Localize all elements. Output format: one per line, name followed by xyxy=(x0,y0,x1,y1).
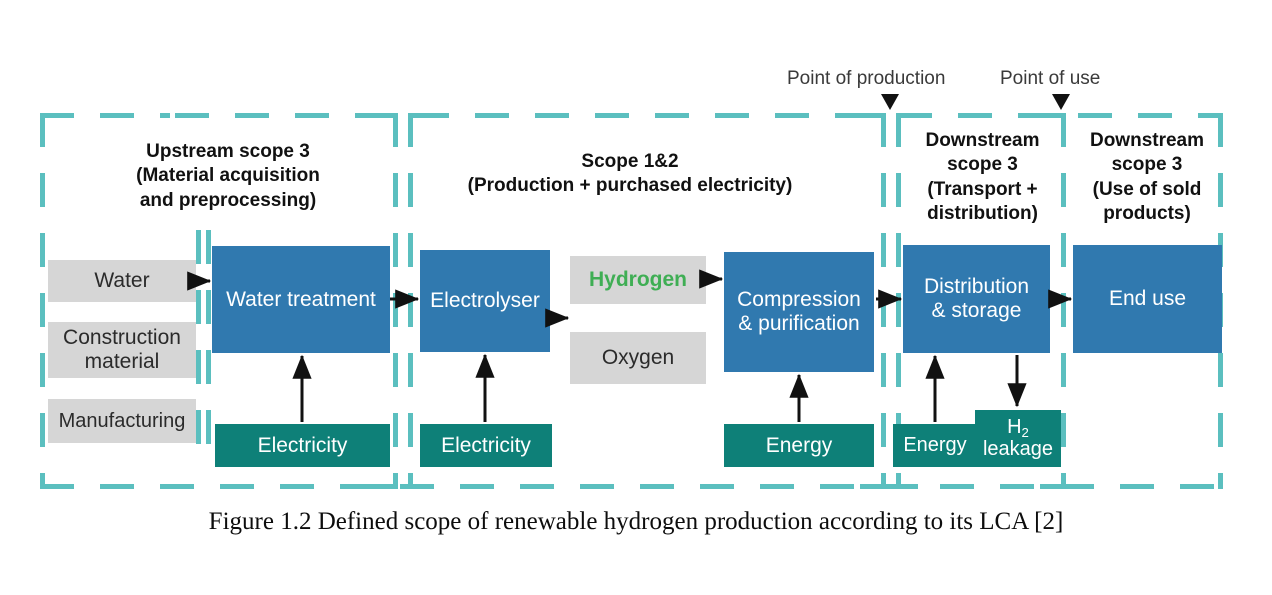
separator-2-corner-left xyxy=(860,113,882,118)
node-water[interactable]: Water xyxy=(48,260,196,302)
node-compression-purification[interactable]: Compression & purification xyxy=(724,252,874,372)
inner-tick-column-a xyxy=(196,230,201,450)
scope-title-downstream-transport: Downstream scope 3 (Transport + distribu… xyxy=(925,130,1040,224)
node-h2-leakage[interactable]: H2 leakage xyxy=(975,410,1061,467)
separator-1-corner-right xyxy=(408,113,432,118)
node-electrolyser[interactable]: Electrolyser xyxy=(420,250,550,352)
scope-title-scope12: Scope 1&2 (Production + purchased electr… xyxy=(467,151,793,197)
node-electricity-2[interactable]: Electricity xyxy=(420,424,552,467)
node-end-use[interactable]: End use xyxy=(1073,245,1222,353)
scope-title-downstream-use: Downstream scope 3 (Use of sold products… xyxy=(1089,130,1205,224)
h2-leakage-word: leakage xyxy=(982,438,1054,461)
h2-leakage-formula: H2 xyxy=(1007,415,1029,440)
separator-2-corner-right xyxy=(896,113,908,118)
separator-2-foot-left xyxy=(860,484,882,489)
boundary-top-d xyxy=(1078,113,1223,118)
node-manufacturing[interactable]: Manufacturing xyxy=(48,399,196,443)
boundary-left xyxy=(40,113,45,489)
separator-2-foot-right xyxy=(896,484,918,489)
point-of-production-marker xyxy=(881,94,899,110)
separator-1-foot-right xyxy=(408,484,432,489)
boundary-top-a xyxy=(40,113,170,118)
inner-tick-column-b xyxy=(206,230,211,450)
node-energy-2[interactable]: Energy xyxy=(893,424,977,467)
separator-1-line-b xyxy=(408,113,413,489)
separator-1-line-a xyxy=(393,113,398,489)
node-hydrogen[interactable]: Hydrogen xyxy=(570,256,706,304)
separator-3-foot-left xyxy=(1040,484,1062,489)
node-oxygen[interactable]: Oxygen xyxy=(570,332,706,384)
node-construction-material[interactable]: Construction material xyxy=(48,322,196,378)
node-energy-1[interactable]: Energy xyxy=(724,424,874,467)
boundary-top-b xyxy=(175,113,865,118)
node-distribution-storage[interactable]: Distribution & storage xyxy=(903,245,1050,353)
node-water-treatment[interactable]: Water treatment xyxy=(212,246,390,353)
point-of-production-label: Point of production xyxy=(787,68,946,89)
separator-1-corner-left xyxy=(372,113,394,118)
separator-1-foot-left xyxy=(372,484,394,489)
boundary-bottom xyxy=(40,484,1223,489)
separator-3-line xyxy=(1061,113,1066,489)
node-electricity-1[interactable]: Electricity xyxy=(215,424,390,467)
point-of-use-marker xyxy=(1052,94,1070,110)
figure-caption: Figure 1.2 Defined scope of renewable hy… xyxy=(208,508,1064,535)
scope-title-upstream: Upstream scope 3 (Material acquisition a… xyxy=(136,141,320,211)
separator-3-corner-left xyxy=(1040,113,1062,118)
point-of-use-label: Point of use xyxy=(1000,68,1101,89)
separator-2-line-a xyxy=(881,113,886,489)
boundary-top-c xyxy=(898,113,1043,118)
